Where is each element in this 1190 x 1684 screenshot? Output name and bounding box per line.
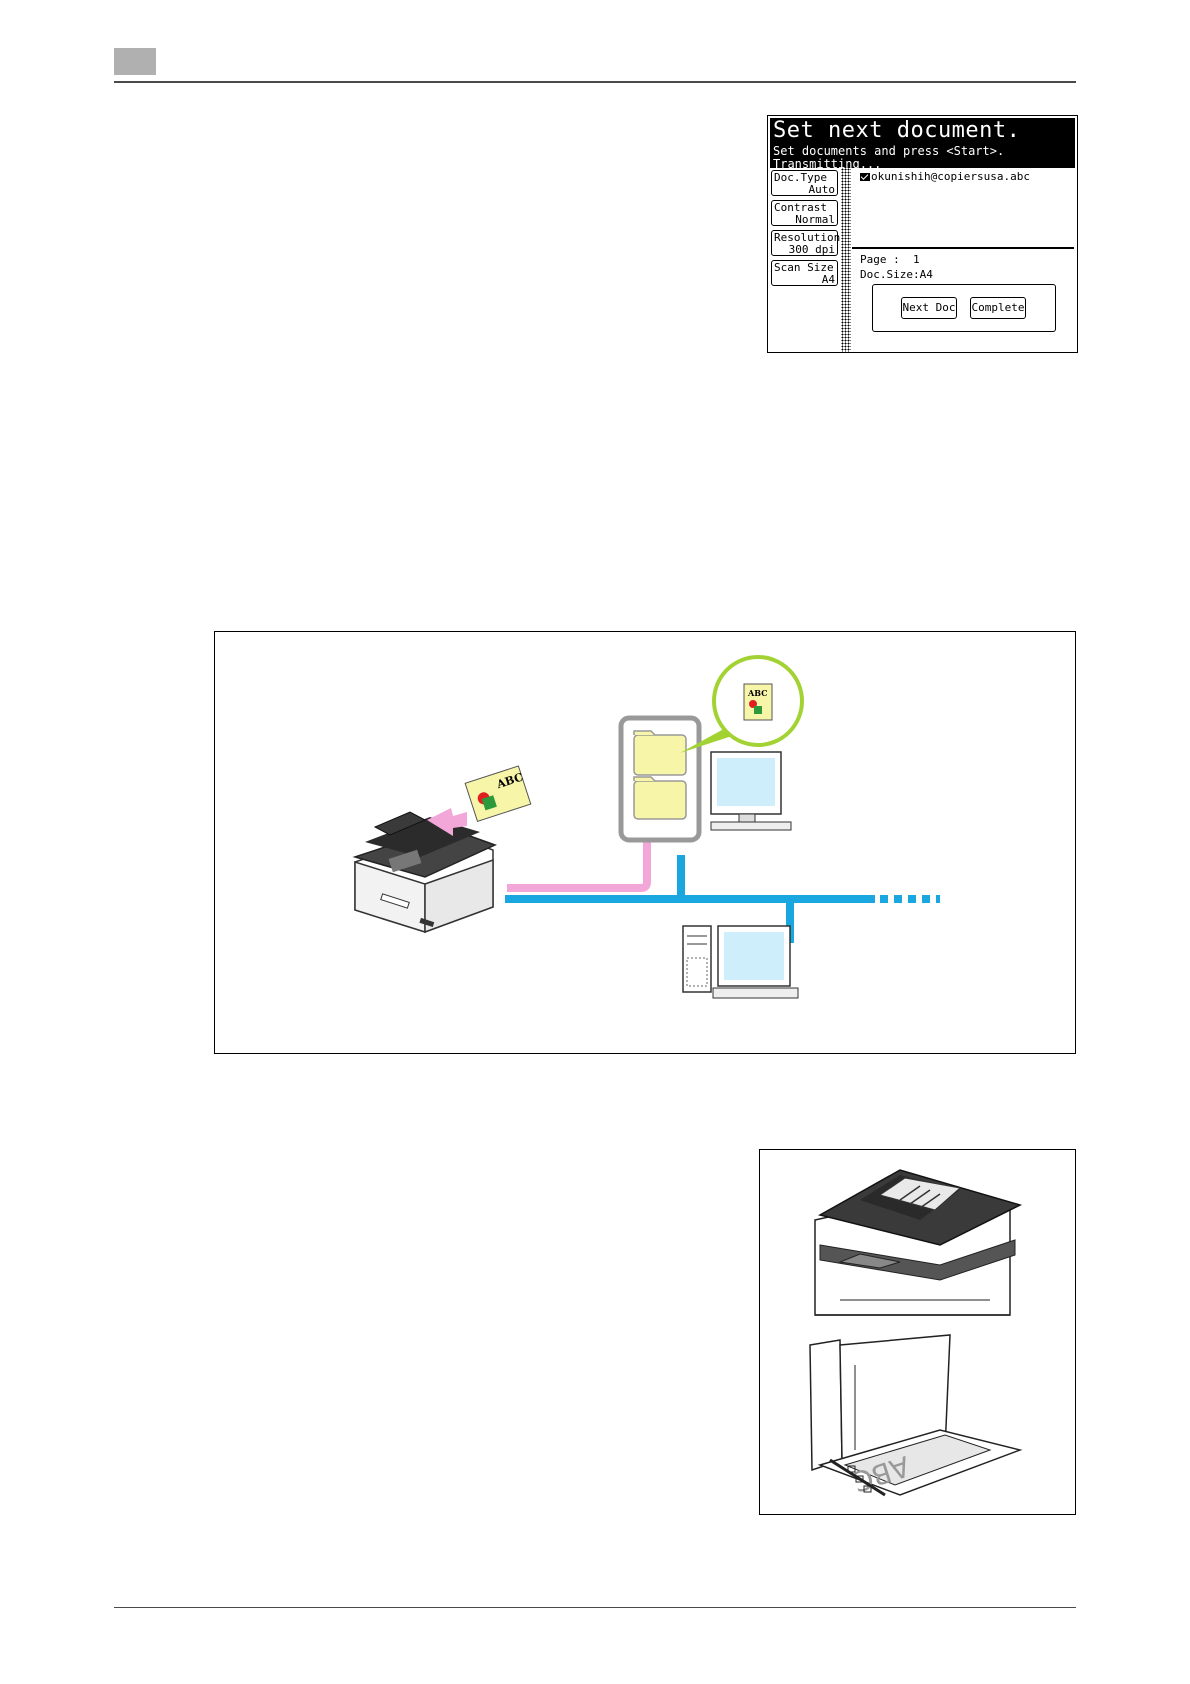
next-doc-button[interactable]: Next Doc: [901, 297, 957, 319]
mfp-device-icon: [355, 812, 495, 932]
complete-button[interactable]: Complete: [970, 297, 1026, 319]
scan-to-folder-figure: ABC ABC: [214, 631, 1076, 1054]
mail-icon: [860, 173, 870, 181]
action-box: Next Doc Complete: [872, 284, 1056, 332]
page-count: Page : 1: [860, 253, 920, 266]
monitor-icon: [711, 752, 791, 830]
platen-glass-illustration: ABC: [810, 1335, 1020, 1498]
lcd-title: Set next document.: [773, 118, 1020, 143]
lcd-status: Transmitting...: [773, 157, 881, 171]
contrast-button[interactable]: Contrast Normal: [771, 200, 838, 226]
resolution-button[interactable]: Resolution 300 dpi: [771, 230, 838, 256]
scan-size-button[interactable]: Scan Size A4: [771, 260, 838, 286]
desktop-pc-icon: [683, 926, 798, 998]
scan-size-value: A4: [822, 274, 835, 286]
document-icon: ABC: [465, 766, 532, 822]
doc-type-button[interactable]: Doc.Type Auto: [771, 170, 838, 196]
footer-rule: [114, 1607, 1076, 1608]
file-server-icon: [621, 718, 699, 840]
scanner-figure: ABC: [759, 1149, 1076, 1515]
lcd-screen: Set next document. Set documents and pre…: [767, 115, 1078, 353]
lcd-subtitle: Set documents and press <Start>.: [773, 144, 1004, 158]
chapter-tab: [114, 48, 156, 75]
contrast-value: Normal: [795, 214, 835, 226]
scroll-divider: [841, 168, 851, 352]
adf-illustration: [815, 1170, 1020, 1315]
callout-document-text: ABC: [747, 688, 767, 698]
lcd-divider: [852, 247, 1074, 249]
lcd-header: Set next document. Set documents and pre…: [770, 118, 1075, 168]
destination-email: okunishih@copiersusa.abc: [860, 170, 1030, 183]
email-address: okunishih@copiersusa.abc: [871, 170, 1030, 183]
doc-type-value: Auto: [809, 184, 836, 196]
resolution-value: 300 dpi: [789, 244, 835, 256]
doc-size: Doc.Size:A4: [860, 268, 933, 281]
header-rule: [114, 81, 1076, 83]
